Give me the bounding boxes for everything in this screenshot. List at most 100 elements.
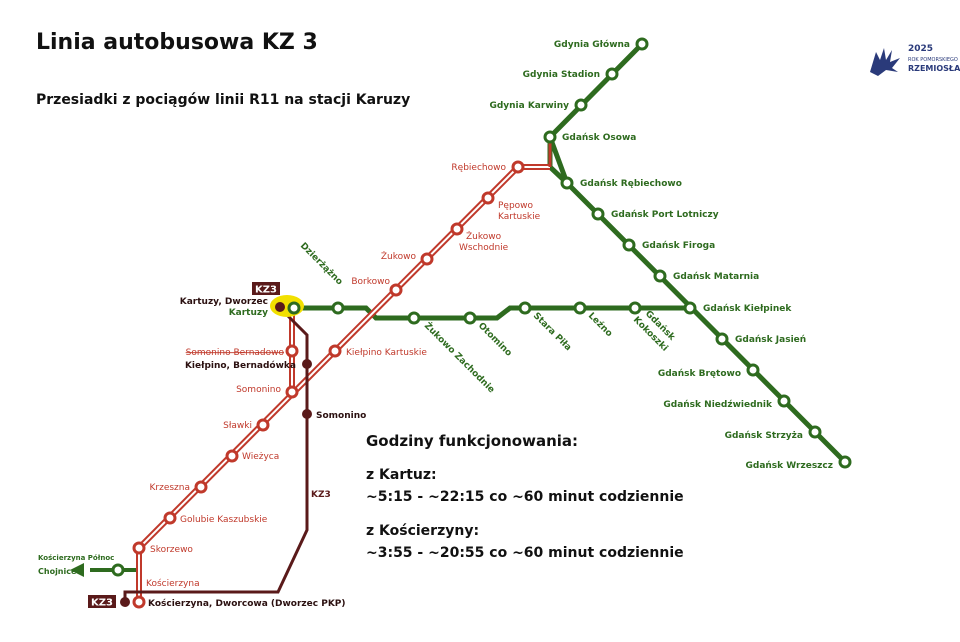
label-gdansk-niedzwiednik: Gdańsk Niedźwiednik: [663, 400, 773, 410]
arrow-icon: [70, 563, 84, 577]
label-kielpino-kartuskie: Kiełpino Kartuskie: [346, 348, 427, 358]
label-koscierzyna-dworcowa: Kościerzyna, Dworcowa (Dworzec PKP): [148, 598, 346, 609]
station-gdynia-stadion[interactable]: [605, 67, 619, 81]
station-gdansk-niedzwiednik[interactable]: [777, 394, 791, 408]
station-zukowo-wschodnie[interactable]: [450, 222, 464, 236]
label-lezno: Leźno: [586, 311, 614, 339]
label-somonino-bus: Somonino: [316, 411, 366, 421]
bus-stop-koscierzyna[interactable]: [120, 597, 130, 607]
kz3-badge-top-bg: [252, 282, 280, 295]
label-skorzewo: Skorzewo: [150, 545, 193, 555]
label-somonino-red: Somonino: [236, 385, 281, 395]
hours-heading: Godziny funkcjonowania:: [366, 432, 579, 450]
kz3-badge-top: KZ3: [255, 285, 277, 296]
station-stara-pila[interactable]: [518, 301, 532, 315]
bus-stop-somonino[interactable]: [302, 409, 312, 419]
hours-from-kartuzy: z Kartuz:: [366, 467, 437, 483]
logo-year: 2025: [908, 44, 934, 54]
station-pepowo-kartuskie[interactable]: [481, 191, 495, 205]
label-zukowo: Żukowo: [381, 251, 417, 262]
station-krzeszna[interactable]: [194, 480, 208, 494]
label-somonino-bernadowo: Somonino Bernadowo: [186, 348, 285, 358]
label-gdynia-glowna: Gdynia Główna: [554, 39, 630, 50]
station-gdynia-glowna[interactable]: [635, 37, 649, 51]
station-zukowo-zachodnie[interactable]: [407, 311, 421, 325]
label-pepowo-2: Kartuskie: [498, 212, 541, 222]
logo: 2025 ROK POMORSKIEGO RZEMIOSŁA: [866, 42, 960, 82]
label-gdansk-matarnia: Gdańsk Matarnia: [673, 272, 759, 282]
label-wiezyca: Wieżyca: [242, 452, 279, 462]
hours-from-koscierzyna: z Kościerzyny:: [366, 523, 480, 539]
green-line-gdynia: [547, 42, 644, 185]
station-lezno[interactable]: [573, 301, 587, 315]
kz3-badge-bottom: KZ3: [91, 598, 113, 609]
station-somonino-bernadowo[interactable]: [285, 344, 299, 358]
station-gdansk-matarnia[interactable]: [653, 269, 667, 283]
label-koscierzyna-polnoc: Kościerzyna Północ: [38, 554, 114, 562]
bus-stop-kartuzy[interactable]: [275, 302, 285, 312]
label-kartuzy: Kartuzy: [229, 308, 268, 318]
station-gdansk-kokoszki[interactable]: [628, 301, 642, 315]
station-rebiechowo[interactable]: [511, 160, 525, 174]
label-gdansk-jasien: Gdańsk Jasień: [735, 335, 806, 345]
label-gdansk-osowa: Gdańsk Osowa: [562, 133, 636, 143]
bus-stop-kielpino-bernadowka[interactable]: [302, 359, 312, 369]
label-gdansk-firoga: Gdańsk Firoga: [642, 241, 715, 251]
label-gdynia-stadion: Gdynia Stadion: [523, 70, 600, 80]
station-gdansk-bretowo[interactable]: [746, 363, 760, 377]
station-slawki[interactable]: [256, 418, 270, 432]
label-gdansk-kielpinek: Gdańsk Kiełpinek: [703, 304, 792, 314]
station-gdansk-osowa[interactable]: [543, 130, 557, 144]
label-stara-pila: Stara Piła: [531, 311, 573, 353]
label-rebiechowo: Rębiechowo: [451, 163, 506, 173]
station-otomino[interactable]: [463, 311, 477, 325]
station-skorzewo[interactable]: [132, 541, 146, 555]
station-gdansk-jasien[interactable]: [715, 332, 729, 346]
station-kartuzy-green[interactable]: [287, 301, 301, 315]
station-golubie[interactable]: [163, 511, 177, 525]
label-krzeszna: Krzeszna: [150, 483, 191, 493]
station-kielpino-kartuskie[interactable]: [328, 344, 342, 358]
logo-big-text: RZEMIOSŁA: [908, 64, 960, 73]
hours-from-koscierzyna-times: ~3:55 - ~20:55 co ~60 minut codziennie: [366, 545, 684, 561]
kz3-line-label: KZ3: [311, 490, 331, 500]
station-gdynia-karwiny[interactable]: [574, 98, 588, 112]
bus-line-kz3: [123, 306, 309, 600]
station-gdansk-rebiechowo[interactable]: [560, 176, 574, 190]
kz3-badge-bottom-bg: [88, 595, 116, 608]
station-gdansk-wrzeszcz[interactable]: [838, 455, 852, 469]
label-gdynia-karwiny: Gdynia Karwiny: [489, 101, 569, 111]
label-golubie: Golubie Kaszubskie: [180, 515, 268, 525]
green-line-west: [287, 305, 690, 321]
label-gdansk-bretowo: Gdańsk Brętowo: [658, 369, 741, 379]
green-stations: [111, 37, 852, 577]
label-zukowo-wsch-1: Żukowo: [466, 231, 502, 242]
label-gdansk-rebiechowo: Gdańsk Rębiechowo: [580, 179, 682, 189]
label-koscierzyna-red: Kościerzyna: [146, 578, 200, 589]
station-gdansk-port-lotniczy[interactable]: [591, 207, 605, 221]
label-borkowo: Borkowo: [351, 277, 390, 287]
station-borkowo[interactable]: [389, 283, 403, 297]
station-wiezyca[interactable]: [225, 449, 239, 463]
station-somonino-red[interactable]: [285, 385, 299, 399]
label-pepowo-1: Pępowo: [498, 201, 534, 211]
label-kartuzy-dworzec: Kartuzy, Dworzec: [180, 297, 268, 307]
logo-small-text: ROK POMORSKIEGO: [908, 57, 958, 63]
page-title: Linia autobusowa KZ 3: [36, 30, 318, 55]
label-gdansk-port-lotniczy: Gdańsk Port Lotniczy: [611, 210, 719, 220]
label-chojnice: Chojnice: [38, 567, 77, 576]
station-koscierzyna-polnoc[interactable]: [111, 563, 125, 577]
station-koscierzyna-red[interactable]: [132, 595, 146, 609]
label-otomino: Otomino: [476, 321, 514, 359]
station-zukowo[interactable]: [420, 252, 434, 266]
station-dzierzazno[interactable]: [331, 301, 345, 315]
hours-from-kartuzy-times: ~5:15 - ~22:15 co ~60 minut codziennie: [366, 489, 684, 505]
station-gdansk-strzyza[interactable]: [808, 425, 822, 439]
label-gdansk-strzyza: Gdańsk Strzyża: [725, 431, 803, 441]
label-slawki: Sławki: [223, 421, 252, 431]
label-zukowo-wsch-2: Wschodnie: [459, 243, 509, 253]
red-stations: [132, 160, 525, 609]
label-dzierzazno: Dzierżążno: [298, 241, 344, 287]
station-gdansk-kielpinek[interactable]: [683, 301, 697, 315]
station-gdansk-firoga[interactable]: [622, 238, 636, 252]
